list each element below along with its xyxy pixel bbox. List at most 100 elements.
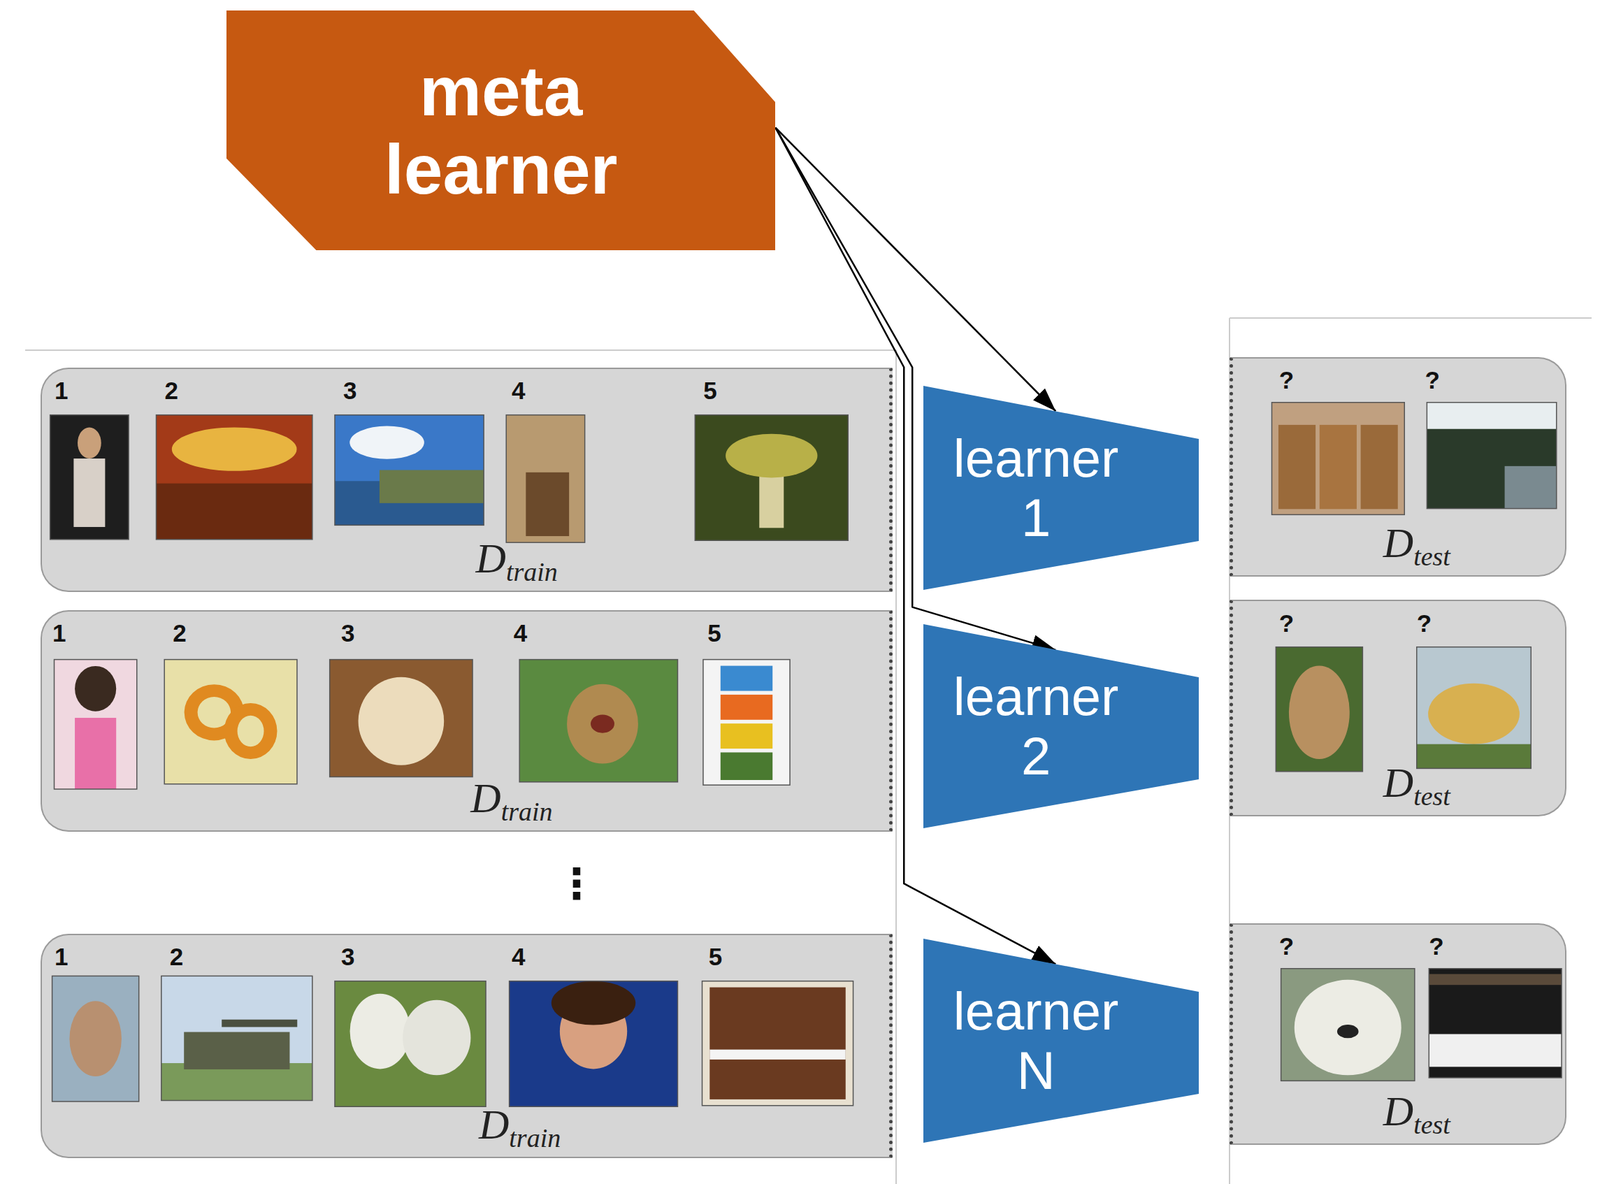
photo-shape [1360,424,1398,509]
photo-ground [164,659,298,785]
photo-ground [506,414,586,542]
photo-shape [156,483,313,539]
photo-shape [379,469,484,503]
photo-shape [720,752,773,781]
photo-ground [50,414,129,539]
photo-strip [41,611,895,834]
photo-ground [703,659,790,786]
photo-ground [54,659,138,790]
class-number: 1 [54,378,68,403]
set-label: Dtrain [470,773,553,829]
class-number: 3 [343,378,357,403]
class-number: 2 [164,378,179,403]
photo [156,414,313,539]
photo-shape [1294,979,1402,1076]
class-number: 1 [52,620,66,646]
photo-frame [334,980,486,1107]
trapezoid-shape [923,938,1199,1143]
chamfer-outline [226,10,776,251]
photo-frame [1426,402,1556,509]
photo-ground [334,980,486,1107]
photo [1428,968,1562,1078]
class-number: 3 [341,620,355,646]
train-set-panel: 12345Dtrain [40,367,893,593]
frame-line [895,350,897,1184]
learner-trapezoid: learner 1 [923,385,1199,590]
ellipsis-mark: ⋮ [555,862,598,905]
query-mark: ? [1279,610,1294,636]
photo-shape [1504,466,1557,509]
photo-frame [1428,968,1562,1078]
photo-shape [710,986,846,1099]
meta-learner-box: meta learner [226,10,776,251]
photo-shape [720,723,773,749]
query-mark: ? [1279,367,1294,393]
photo-ground [156,414,313,539]
learner-trapezoid: learner 2 [923,624,1199,829]
class-number: 4 [511,378,525,403]
test-set-panel: ?? Dtest [1229,599,1567,816]
photo-frame [54,659,138,790]
photo [1275,647,1363,772]
query-mark: ? [1428,933,1444,959]
learner-trapezoid: learner N [923,938,1199,1143]
photo-shape [526,471,570,536]
trapezoid-outline [923,938,1199,1143]
photo-shape [350,425,425,459]
photo-shape [222,1019,298,1027]
photo-ground [161,975,313,1101]
photo-shape [710,1049,846,1059]
photo-shape [720,694,773,720]
photo-shape [350,993,411,1069]
photo-ground [52,975,140,1102]
photo-shape [1288,666,1350,760]
photo-frame [1416,647,1532,769]
class-number: 2 [172,620,186,646]
photo-shape [358,677,445,766]
photo-shape [590,714,615,733]
photo [54,659,138,790]
photo-shape [69,1000,122,1077]
class-number: 5 [707,620,721,646]
photo-ground [1428,968,1562,1078]
photo [509,980,679,1107]
photo-shape [74,717,117,790]
photo-ground [1426,402,1556,509]
box-title: learner 2 [941,666,1131,786]
photo-frame [509,980,679,1107]
set-label: Dtest [1383,757,1451,813]
photo-shape [1428,974,1562,986]
photo-shape [1428,1034,1562,1068]
photo [329,659,473,778]
photo-frame [1272,402,1405,516]
photo-frame [520,659,679,783]
photo-shape [1428,683,1520,745]
photo-ground [1275,647,1363,772]
trapezoid-outline [923,624,1199,829]
photo-shape [551,980,636,1025]
train-set-panel: 12345Dtrain [40,933,893,1159]
query-mark: ? [1279,933,1294,959]
photo-shape [77,427,102,459]
photo [1426,402,1556,509]
photo-ground [702,980,854,1106]
class-number: 1 [54,944,68,969]
photo-frame [164,659,298,785]
photo [52,975,140,1102]
photo-frame [703,659,790,786]
class-number: 3 [341,944,355,969]
box-title: learner 1 [941,428,1131,548]
photo-shape [171,427,298,471]
frame-line [25,349,897,351]
photo [506,414,586,542]
query-mark: ? [1416,610,1432,636]
photo-frame [329,659,473,778]
photo-shape [74,458,106,528]
photo [50,414,129,539]
photo-shape [1319,424,1357,509]
test-set-panel: ??Dtest [1229,923,1567,1145]
class-number: 2 [169,944,184,969]
photo-frame [161,975,313,1101]
photo-frame [702,980,854,1106]
